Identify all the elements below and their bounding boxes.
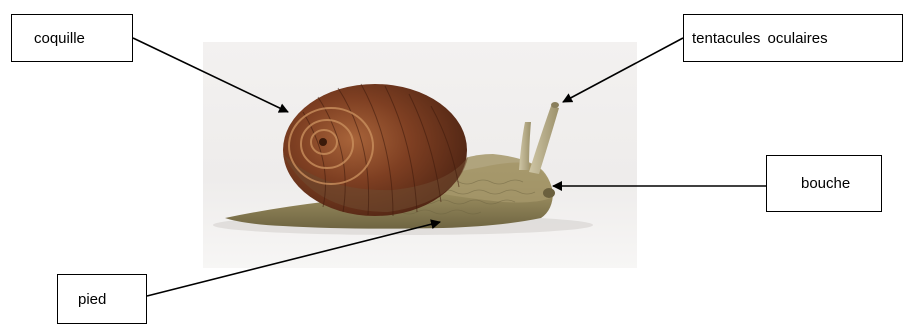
arrow-foot <box>147 222 440 296</box>
arrow-eye-tentacles <box>563 38 683 102</box>
foot-label: pied <box>57 274 147 324</box>
eye-tentacles-label: tentacules oculaires <box>683 14 903 62</box>
arrow-shell <box>133 38 288 112</box>
shell-label: coquille <box>11 14 133 62</box>
mouth-label: bouche <box>766 155 882 212</box>
